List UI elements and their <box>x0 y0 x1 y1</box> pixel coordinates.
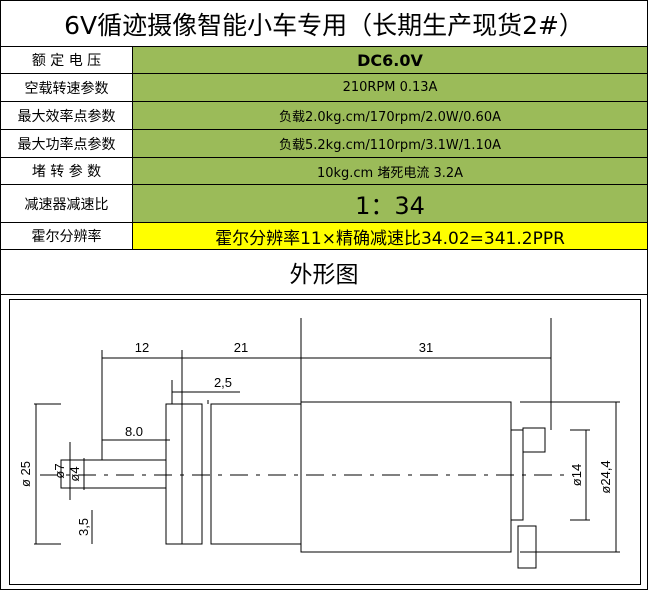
outline-drawing: 12 21 31 2,5 8.0 ø 25 ø7 ø4 3,5 ø14 ø24,… <box>9 299 641 585</box>
dim-label-dia25: ø 25 <box>18 461 33 487</box>
spec-row-gear-ratio: 减速器减速比 1：34 <box>1 185 647 223</box>
page-title: 6V循迹摄像智能小车专用（长期生产现货2#） <box>1 1 647 47</box>
dim-label-31: 31 <box>419 340 433 355</box>
dim-label-dia244: ø24,4 <box>598 460 613 493</box>
spec-value: DC6.0V <box>133 47 647 73</box>
spec-label: 最大功率点参数 <box>1 130 133 157</box>
gearbox-housing <box>210 403 302 545</box>
spec-row-rated-voltage: 额 定 电 压 DC6.0V <box>1 47 647 74</box>
motor-drawing-svg: 12 21 31 2,5 8.0 ø 25 ø7 ø4 3,5 ø14 ø24,… <box>18 318 620 569</box>
dim-label-8: 8.0 <box>125 424 143 439</box>
spec-row-max-efficiency: 最大效率点参数 负载2.0kg.cm/170rpm/2.0W/0.60A <box>1 102 647 130</box>
gearbox-body <box>181 403 203 545</box>
dim-label-21: 21 <box>234 340 248 355</box>
gearbox-flange <box>165 403 183 545</box>
spec-value: 10kg.cm 堵死电流 3.2A <box>133 158 647 184</box>
spec-label: 堵 转 参 数 <box>1 158 133 184</box>
spec-row-hall-resolution: 霍尔分辨率 霍尔分辨率11×精确减速比34.02=341.2PPR <box>1 223 647 250</box>
motor-body <box>300 401 512 553</box>
spec-value: 210RPM 0.13A <box>133 74 647 101</box>
dim-label-12: 12 <box>135 340 149 355</box>
spec-value: 负载5.2kg.cm/110rpm/3.1W/1.10A <box>133 130 647 157</box>
spec-row-stall: 堵 转 参 数 10kg.cm 堵死电流 3.2A <box>1 158 647 185</box>
spec-row-max-power: 最大功率点参数 负载5.2kg.cm/110rpm/3.1W/1.10A <box>1 130 647 158</box>
dim-label-3-5: 3,5 <box>76 518 91 536</box>
section-title: 外形图 <box>1 249 647 295</box>
terminal-tab <box>517 525 537 569</box>
spec-value: 负载2.0kg.cm/170rpm/2.0W/0.60A <box>133 102 647 129</box>
spec-label: 减速器减速比 <box>1 185 133 222</box>
dim-label-dia4: ø4 <box>67 466 82 481</box>
spec-label: 最大效率点参数 <box>1 102 133 129</box>
spec-label: 空载转速参数 <box>1 74 133 101</box>
dim-label-dia14: ø14 <box>569 464 584 486</box>
spec-value: 1：34 <box>133 185 647 222</box>
spec-label: 额 定 电 压 <box>1 47 133 73</box>
spec-label: 霍尔分辨率 <box>1 223 133 249</box>
encoder-connector <box>522 427 546 453</box>
spec-row-no-load: 空载转速参数 210RPM 0.13A <box>1 74 647 102</box>
dim-label-dia7: ø7 <box>52 463 67 478</box>
spec-value: 霍尔分辨率11×精确减速比34.02=341.2PPR <box>133 223 647 249</box>
dim-label-2-5: 2,5 <box>214 375 232 390</box>
